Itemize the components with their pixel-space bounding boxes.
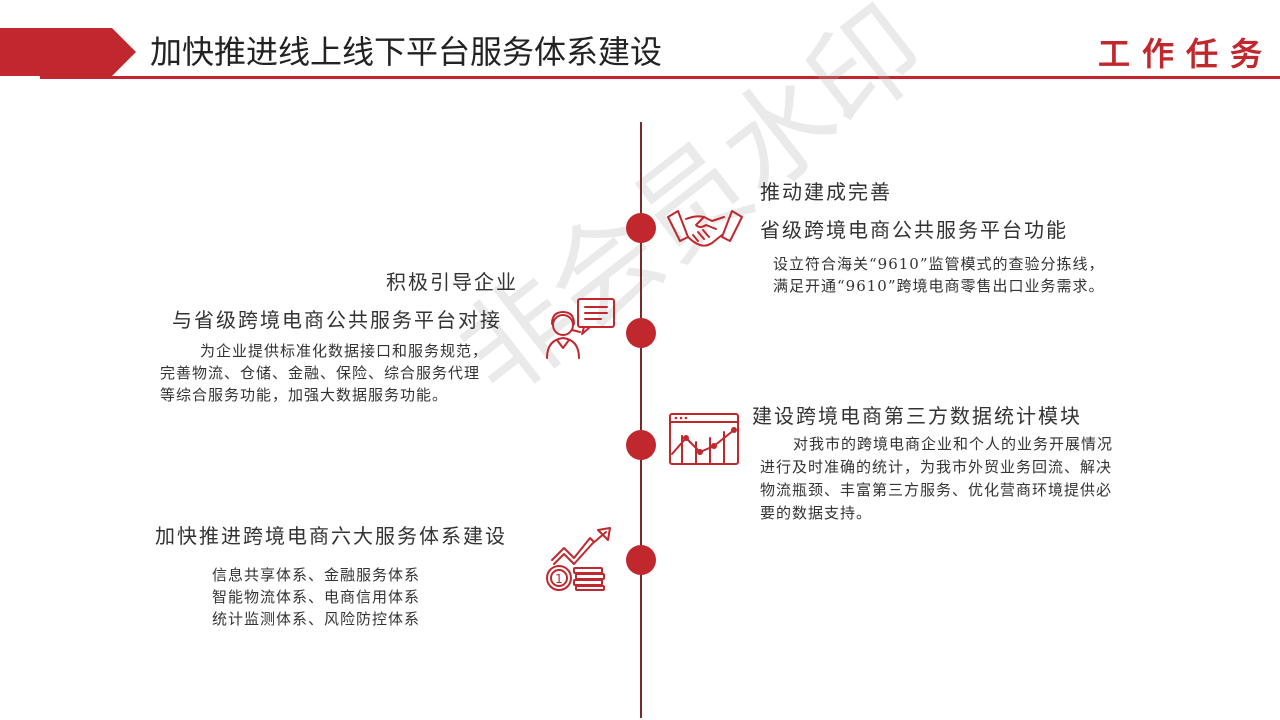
item1-title-line2: 省级跨境电商公共服务平台功能 [760,218,1068,242]
header-underline [40,76,1280,79]
item1-desc-line1: 设立符合海关“9610”监管模式的查验分拣线， [773,255,1105,273]
item4-desc-line2: 智能物流体系、电商信用体系 [212,588,421,606]
item3-title: 建设跨境电商第三方数据统计模块 [752,404,1082,428]
item4-title: 加快推进跨境电商六大服务体系建设 [155,524,507,548]
page-title: 加快推进线上线下平台服务体系建设 [150,33,663,71]
item3-desc-line1: 对我市的跨境电商企业和个人的业务开展情况 [793,435,1114,453]
timeline-dot-2 [626,318,656,348]
header-flag [0,28,136,76]
timeline-axis [640,122,642,718]
item2-title-line1: 积极引导企业 [386,270,518,294]
item3-desc-line2: 进行及时准确的统计，为我市外贸业务回流、解决 [760,458,1113,476]
svg-text:1: 1 [555,572,563,586]
item3-desc-line4: 要的数据支持。 [760,504,873,522]
item2-desc-line3: 等综合服务功能，加强大数据服务功能。 [160,386,449,404]
item2-title-line2: 与省级跨境电商公共服务平台对接 [172,308,502,332]
item2-desc-line1: 为企业提供标准化数据接口和服务规范， [200,342,489,360]
timeline-dot-4 [626,545,656,575]
item4-desc-line1: 信息共享体系、金融服务体系 [212,566,421,584]
timeline-dot-3 [626,430,656,460]
money-growth-icon: 1 [546,527,611,591]
handshake-icon [667,210,743,247]
item4-desc-line3: 统计监测体系、风险防控体系 [212,610,421,628]
section-tag: 工作任务 [1097,35,1274,73]
item1-desc-line2: 满足开通“9610”跨境电商零售出口业务需求。 [773,277,1105,295]
item2-desc-line2: 完善物流、仓储、金融、保险、综合服务代理 [160,364,481,382]
customer-service-icon [546,298,615,359]
item1-title-line1: 推动建成完善 [760,180,892,204]
timeline-dot-1 [626,213,656,243]
item3-desc-line3: 物流瓶颈、丰富第三方服务、优化营商环境提供必 [760,481,1113,499]
line-chart-icon [669,413,739,465]
